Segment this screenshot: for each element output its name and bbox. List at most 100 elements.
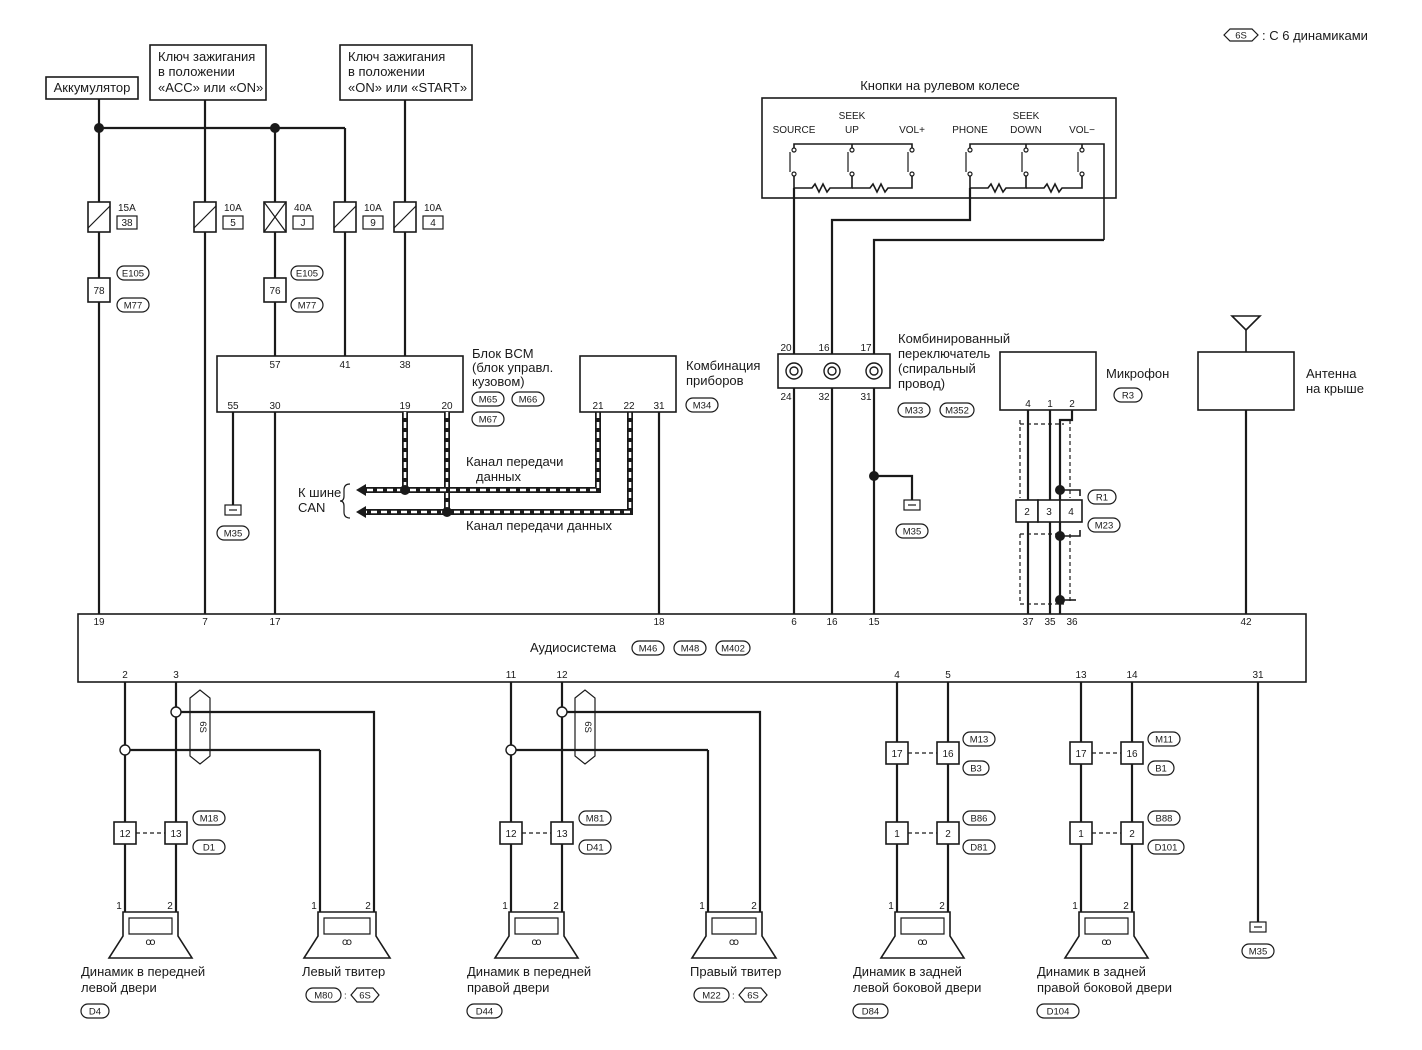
svg-text:31: 31 [860, 392, 872, 403]
speaker-label: правой двери [467, 980, 549, 995]
speaker-pin: 2 [553, 901, 559, 912]
svg-text:переключатель: переключатель [898, 346, 991, 361]
svg-text:M46: M46 [639, 644, 657, 655]
svg-text:D101: D101 [1155, 843, 1178, 854]
speaker-label: левой двери [81, 980, 157, 995]
can-line1-label: Канал передачи [466, 454, 563, 469]
svg-text:16: 16 [942, 749, 954, 760]
speaker-label: Динамик в передней [81, 964, 205, 979]
connector-tag: D104 [1047, 1007, 1070, 1018]
svg-text:M33: M33 [905, 406, 923, 417]
svg-text:20: 20 [441, 401, 453, 412]
combination-switch: 20 16 17 24 32 31 Комбинированный перекл… [777, 331, 1010, 418]
svg-text:3: 3 [173, 670, 179, 681]
battery-label: Аккумулятор [45, 76, 139, 100]
joint-connector-76: 76 E105 M77 [263, 265, 324, 313]
svg-text:в положении: в положении [158, 64, 235, 79]
speaker-pin: 1 [502, 901, 508, 912]
legend-tag: 6S [1235, 31, 1247, 42]
svg-text:42: 42 [1240, 617, 1252, 628]
steering-switches: Кнопки на рулевом колесе SOURCE SEEK UP … [761, 78, 1117, 240]
svg-text::: : [344, 991, 347, 1002]
svg-text:10A: 10A [224, 203, 242, 214]
audio-unit-title: Аудиосистема [530, 640, 617, 655]
svg-text:M352: M352 [945, 406, 969, 417]
svg-text:SEEK: SEEK [839, 111, 866, 122]
svg-text:14: 14 [1126, 670, 1138, 681]
svg-text:SOURCE: SOURCE [773, 125, 816, 136]
svg-text:12: 12 [505, 829, 517, 840]
legend-text: : С 6 динамиками [1262, 28, 1368, 43]
svg-text:M66: M66 [519, 395, 537, 406]
speaker-pin: 2 [1123, 901, 1129, 912]
svg-text:в положении: в положении [348, 64, 425, 79]
connector-tag: D4 [89, 1007, 101, 1018]
connector-tag: 6S [359, 991, 371, 1002]
svg-text:Микрофон: Микрофон [1106, 366, 1169, 381]
speaker-pin: 2 [365, 901, 371, 912]
svg-text:M11: M11 [1155, 735, 1173, 746]
svg-text:35: 35 [1044, 617, 1056, 628]
svg-text:B86: B86 [971, 814, 988, 825]
fuse-10a-9: 10A 9 [333, 201, 384, 233]
svg-text:VOL+: VOL+ [899, 125, 925, 136]
svg-text:15: 15 [868, 617, 880, 628]
svg-text:R3: R3 [1122, 391, 1134, 402]
svg-text:5: 5 [945, 670, 951, 681]
svg-text:M34: M34 [693, 401, 711, 412]
svg-text:18: 18 [653, 617, 665, 628]
coil-icon: ꝏ [729, 937, 739, 948]
svg-text:кузовом): кузовом) [472, 374, 525, 389]
svg-text:B1: B1 [1155, 764, 1167, 775]
svg-text:22: 22 [623, 401, 635, 412]
svg-text:M35: M35 [1249, 947, 1267, 958]
can-bus-lines: К шине CAN Канал передачи данных Канал п… [298, 412, 633, 533]
speaker-pin: 2 [167, 901, 173, 912]
svg-text:Комбинированный: Комбинированный [898, 331, 1010, 346]
svg-text:36: 36 [1066, 617, 1078, 628]
svg-text:4: 4 [1025, 399, 1031, 410]
rear-left-speaker-wiring: 17 16 M13 B3 1 2 B86 D81 [885, 682, 996, 912]
svg-text:17: 17 [860, 343, 872, 354]
svg-text:провод): провод) [898, 376, 945, 391]
joint-connector-78: 78 E105 M77 [87, 265, 150, 313]
speaker-pin: 1 [311, 901, 317, 912]
speaker-label: Динамик в задней [1037, 964, 1146, 979]
svg-text:24: 24 [780, 392, 792, 403]
legend: 6S : С 6 динамиками [1223, 28, 1368, 43]
svg-text:16: 16 [826, 617, 838, 628]
svg-text:M35: M35 [224, 529, 242, 540]
svg-text:10A: 10A [424, 203, 442, 214]
svg-text:E105: E105 [122, 269, 144, 280]
microphone: 4 1 2 Микрофон R3 [999, 351, 1169, 411]
svg-text:37: 37 [1022, 617, 1034, 628]
svg-text:на крыше: на крыше [1306, 381, 1364, 396]
svg-text:9: 9 [370, 218, 376, 229]
svg-text:11: 11 [506, 670, 517, 681]
instrument-cluster: 21 22 31 Комбинация приборов M34 [579, 355, 760, 413]
speaker-label: правой боковой двери [1037, 980, 1172, 995]
bcm-ground: M35 [216, 412, 250, 541]
svg-text:Блок BCM: Блок BCM [472, 346, 534, 361]
svg-text:19: 19 [399, 401, 411, 412]
svg-text:J: J [301, 218, 306, 229]
connector-tag: M80 [314, 991, 332, 1002]
svg-text:31: 31 [1252, 670, 1264, 681]
speaker-label: левой боковой двери [853, 980, 981, 995]
speaker-label: Динамик в передней [467, 964, 591, 979]
svg-text:38: 38 [399, 360, 411, 371]
connector-tag: M22 [702, 991, 720, 1002]
speaker-pin: 1 [116, 901, 122, 912]
svg-text:6S: 6S [197, 721, 208, 733]
steering-wires [792, 188, 1104, 364]
svg-text:M18: M18 [200, 814, 218, 825]
svg-text:M13: M13 [970, 735, 988, 746]
front-left-speaker-wiring: 6S 12 13 M18 D1 [113, 682, 376, 912]
svg-text:12: 12 [556, 670, 568, 681]
svg-text:2: 2 [1024, 507, 1030, 518]
coil-icon: ꝏ [917, 937, 927, 948]
